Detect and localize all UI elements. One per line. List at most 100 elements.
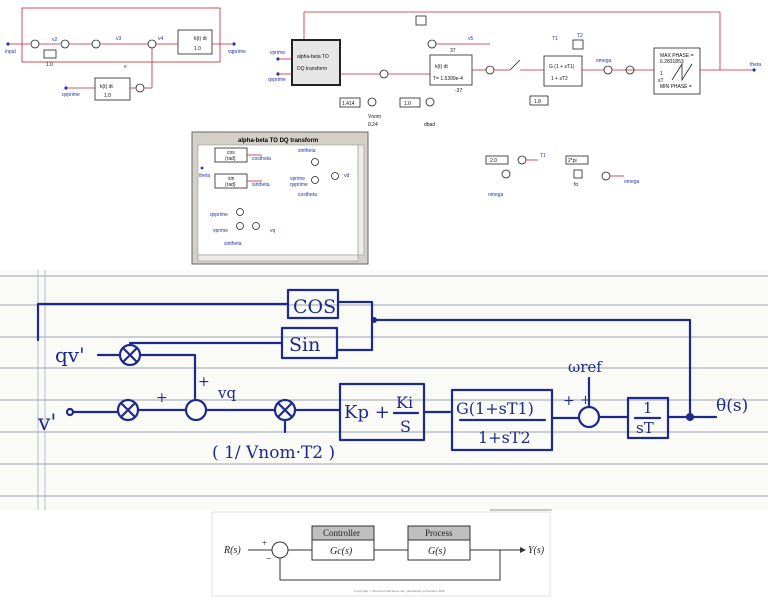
svg-text:G (1 + sT1): G (1 + sT1) [549, 64, 575, 70]
svg-text:vprime: vprime [270, 50, 285, 56]
summer-2 [60, 39, 70, 49]
svg-text:alpha-beta TO: alpha-beta TO [297, 54, 329, 60]
svg-text:1.8: 1.8 [534, 99, 541, 105]
svg-text:sintheta: sintheta [298, 148, 316, 154]
gain-block-1 [43, 49, 57, 59]
svg-text:e: e [124, 64, 127, 70]
qvprime-in-port[interactable] [276, 72, 280, 76]
svg-text:+: + [198, 374, 210, 390]
svg-text:cos: cos [227, 150, 235, 156]
svg-text:sintheta: sintheta [224, 241, 242, 247]
gain-18 [529, 95, 549, 106]
svg-text:omega: omega [624, 179, 640, 185]
ab-dq-transform-block[interactable] [291, 39, 341, 86]
svg-text:v': v' [37, 411, 56, 436]
svg-text:costheta: costheta [252, 156, 271, 162]
subsystem-vscroll[interactable] [357, 144, 365, 256]
summer-omega [603, 65, 613, 75]
summer-vq [379, 69, 389, 79]
multiplier-1 [147, 39, 157, 49]
svg-text:T1: T1 [540, 153, 546, 159]
svg-text:k(t) dt: k(t) dt [194, 36, 207, 42]
summer-1 [30, 39, 40, 49]
sawtooth-glyph [671, 62, 693, 82]
svg-text:v3: v3 [116, 36, 122, 42]
limiter-slash [509, 59, 521, 71]
svg-text:G(1+sT1): G(1+sT1) [456, 399, 534, 418]
svg-text:T= 1.5399e-4: T= 1.5399e-4 [433, 76, 463, 82]
svg-text:fo: fo [574, 182, 578, 188]
svg-text:Gc(s): Gc(s) [330, 546, 353, 557]
summer-pi [485, 65, 495, 75]
input-label: input [5, 49, 16, 55]
svg-text:DQ transform: DQ transform [297, 66, 327, 72]
integrator-block [177, 29, 213, 55]
svg-text:omega: omega [596, 58, 612, 64]
subsystem-titlebar[interactable] [194, 134, 366, 144]
svg-text:1.414: 1.414 [342, 101, 355, 107]
svg-text:k(t) dt: k(t) dt [435, 64, 448, 70]
svg-text:(rad): (rad) [225, 156, 236, 162]
svg-text:vq: vq [217, 384, 236, 402]
svg-text:vq: vq [270, 228, 276, 234]
svg-text:G(s): G(s) [428, 546, 446, 557]
svg-text:omega: omega [488, 192, 504, 198]
subsystem-hscroll[interactable] [197, 254, 359, 262]
input-port[interactable] [6, 42, 10, 46]
svg-text:ωref: ωref [568, 358, 603, 376]
svg-text:qv': qv' [55, 343, 85, 367]
vqprime-port[interactable] [232, 42, 236, 46]
svg-text:vprime: vprime [213, 228, 228, 234]
svg-text:-37: -37 [455, 88, 462, 94]
svg-text:vqprime: vqprime [228, 49, 246, 55]
svg-text:1.0: 1.0 [46, 62, 53, 68]
ramp-integrator-block[interactable] [653, 47, 701, 95]
svg-text:1+sT2: 1+sT2 [478, 428, 531, 447]
svg-text:MIN PHASE =: MIN PHASE = [660, 84, 692, 90]
svg-text:T1: T1 [552, 36, 558, 42]
svg-text:sin: sin [228, 176, 235, 182]
svg-text:0.24: 0.24 [368, 122, 378, 128]
svg-text:Kp +: Kp + [344, 402, 390, 423]
svg-text:MAX PHASE =: MAX PHASE = [660, 53, 694, 59]
small-widgets: 2.0 T1 omega 2*pi omega fo [485, 153, 640, 198]
pi-lead-lag-block[interactable] [543, 55, 583, 87]
summing-junction [271, 541, 289, 559]
svg-text:qvprime: qvprime [290, 182, 308, 188]
svg-text:1: 1 [643, 399, 653, 417]
svg-text:Copyright © Pearson Education,: Copyright © Pearson Education, Inc. publ… [354, 588, 445, 594]
qvprime-port[interactable] [64, 86, 68, 90]
svg-text:2*pi: 2*pi [568, 158, 577, 164]
const-t2 [572, 39, 584, 50]
svg-text:theta: theta [750, 62, 761, 68]
svg-text:vprime: vprime [290, 176, 305, 182]
svg-text:Vnom: Vnom [368, 114, 381, 120]
svg-text:+: + [563, 393, 575, 409]
svg-text:k(t) dt: k(t) dt [100, 84, 113, 90]
const-10 [399, 97, 421, 108]
svg-text:COS: COS [293, 296, 336, 318]
svg-text:v4: v4 [158, 36, 164, 42]
svg-text:θ(s): θ(s) [716, 396, 748, 416]
integrator-block-2 [94, 77, 131, 101]
divider-vnom [367, 97, 377, 107]
feedback-loop-left [21, 7, 221, 63]
svg-text:theta: theta [199, 173, 210, 179]
svg-text:vd: vd [344, 173, 350, 179]
const-fo [415, 15, 427, 26]
svg-text:Ki: Ki [396, 393, 413, 412]
svg-text:1.0: 1.0 [194, 46, 201, 52]
svg-text:37: 37 [450, 48, 456, 54]
svg-text:Y(s): Y(s) [528, 545, 545, 556]
control-loop: R(s) + − Controller Gc(s) Process G(s) Y… [211, 509, 552, 597]
summer-theta [625, 65, 635, 75]
svg-text:1.0: 1.0 [404, 101, 411, 107]
svg-text:qvprime: qvprime [210, 212, 228, 218]
svg-text:6.2831853: 6.2831853 [660, 59, 684, 65]
subsystem-title: alpha-beta TO DQ transform [238, 138, 318, 144]
svg-text:( 1/ Vnom·T2 ): ( 1/ Vnom·T2 ) [212, 443, 335, 463]
svg-text:+: + [156, 390, 168, 406]
vprime-in-port[interactable] [276, 57, 280, 61]
theta-out-port[interactable] [752, 68, 756, 72]
